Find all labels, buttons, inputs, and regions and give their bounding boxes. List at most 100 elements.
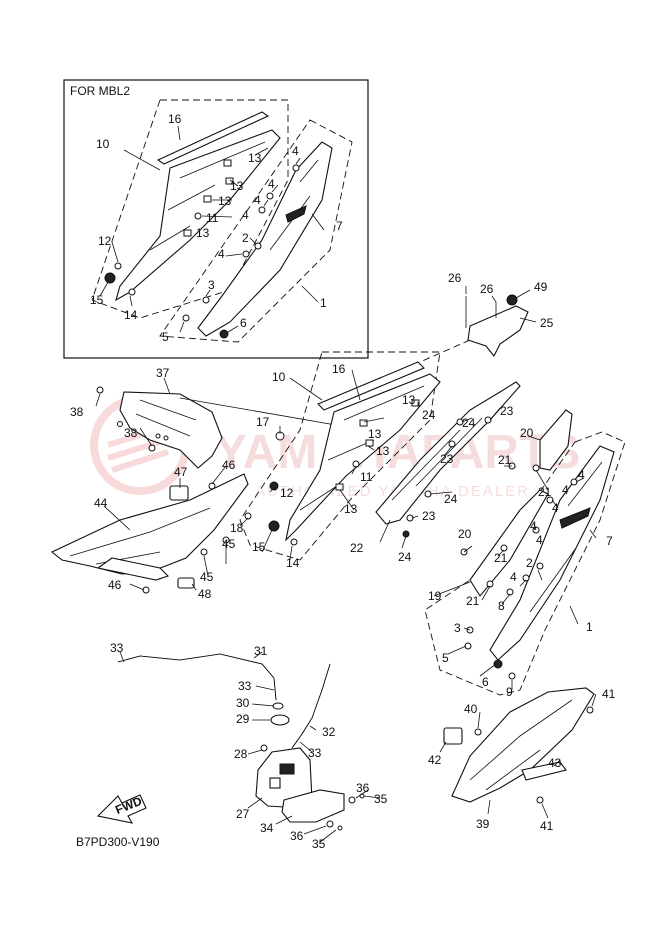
callout-31: 31 <box>254 644 268 658</box>
group-25-link <box>419 339 471 363</box>
callout-13a: 13 <box>402 393 416 407</box>
callout-45b: 45 <box>200 570 214 584</box>
callout-46a: 46 <box>222 458 236 472</box>
callout-34: 34 <box>260 821 274 835</box>
callout-24d: 24 <box>398 550 412 564</box>
inset-fastener-3 <box>202 296 210 304</box>
callout-26b: 26 <box>480 282 494 296</box>
callout-inset-12: 12 <box>98 234 112 248</box>
fastener-45b <box>222 536 230 544</box>
diagram-code: B7PD300-V190 <box>76 835 160 849</box>
callout-36a: 36 <box>356 781 370 795</box>
clip-13a <box>359 419 368 427</box>
callout-28: 28 <box>234 747 248 761</box>
callout-inset-6: 6 <box>240 316 247 330</box>
fastener-21d <box>486 580 494 588</box>
callout-7: 7 <box>606 534 613 548</box>
callout-inset-16: 16 <box>168 112 182 126</box>
callout-4c: 4 <box>552 501 559 515</box>
callout-42: 42 <box>428 753 442 767</box>
callout-38b: 38 <box>124 426 138 440</box>
callout-30: 30 <box>236 696 250 710</box>
part-44 <box>50 473 249 575</box>
part-7 <box>489 445 615 661</box>
inset-group-1 <box>159 119 353 343</box>
fastener-45a <box>200 548 208 556</box>
part-44-stay <box>96 557 170 581</box>
clip-13d <box>411 399 420 407</box>
callout-4e: 4 <box>536 533 543 547</box>
callout-47: 47 <box>174 465 188 479</box>
callout-3: 3 <box>454 621 461 635</box>
callout-11: 11 <box>360 470 373 484</box>
callout-39: 39 <box>476 817 490 831</box>
screw-28 <box>260 744 268 752</box>
screw-35b <box>337 825 343 831</box>
part-19-frame <box>469 489 549 597</box>
callout-29: 29 <box>236 712 250 726</box>
callout-22: 22 <box>350 541 364 555</box>
inset-clip-13d <box>183 229 192 237</box>
screw-14 <box>290 538 298 546</box>
callout-inset-14: 14 <box>124 308 138 322</box>
callout-18: 18 <box>230 521 244 535</box>
screw-38a <box>96 386 104 394</box>
callout-23a: 23 <box>500 404 514 418</box>
grommet-12 <box>269 481 279 491</box>
callout-15: 15 <box>252 540 266 554</box>
callout-32: 32 <box>322 725 336 739</box>
part-20-bracket <box>539 409 573 471</box>
callout-inset-4c: 4 <box>254 193 261 207</box>
inset-grommet-15 <box>104 272 116 284</box>
inset-clip-13c <box>203 195 212 203</box>
callout-inset-7: 7 <box>336 219 343 233</box>
callout-24b: 24 <box>462 416 476 430</box>
callout-33c: 33 <box>308 746 322 760</box>
callout-41b: 41 <box>540 819 554 833</box>
part-29 <box>270 714 290 726</box>
callout-38a: 38 <box>70 405 84 419</box>
callout-inset-15: 15 <box>90 293 104 307</box>
callout-19: 19 <box>428 589 442 603</box>
fastener-23a <box>484 416 492 424</box>
callout-35a: 35 <box>374 792 388 806</box>
inset-fastener-12 <box>114 262 122 270</box>
fastener-11 <box>352 460 360 468</box>
callout-13c: 13 <box>376 444 390 458</box>
inset-frame <box>63 79 369 359</box>
inset-title: FOR MBL2 <box>70 84 130 98</box>
callout-inset-1: 1 <box>320 296 327 310</box>
inset-part-7 <box>197 141 333 337</box>
callout-4f: 4 <box>510 570 517 584</box>
grommet-15 <box>268 520 280 532</box>
inset-part-16 <box>156 111 270 165</box>
callout-27: 27 <box>236 807 250 821</box>
callout-4b: 4 <box>562 483 569 497</box>
callout-20b: 20 <box>458 527 472 541</box>
callout-37: 37 <box>156 366 170 380</box>
callout-24a: 24 <box>422 408 436 422</box>
callout-33b: 33 <box>238 679 252 693</box>
fastener-4b <box>546 496 554 504</box>
callout-46b: 46 <box>108 578 122 592</box>
callout-inset-2: 2 <box>242 231 249 245</box>
grommet-6 <box>493 659 503 669</box>
hose-31 <box>117 653 277 701</box>
inset-screw-14 <box>128 288 136 296</box>
screw-36a <box>348 796 356 804</box>
callout-23b: 23 <box>440 452 454 466</box>
callout-26a: 26 <box>448 271 462 285</box>
callout-10: 10 <box>272 370 286 384</box>
callout-13d: 13 <box>344 502 358 516</box>
fastener-21c <box>500 544 508 552</box>
callout-21b: 21 <box>538 485 552 499</box>
callout-4d: 4 <box>530 519 537 533</box>
callout-43: 43 <box>548 756 562 770</box>
callout-inset-3: 3 <box>208 278 215 292</box>
callout-24c: 24 <box>444 492 458 506</box>
fastener-4d <box>522 574 530 582</box>
callout-inset-13d: 13 <box>196 226 210 240</box>
fastener-2 <box>536 562 544 570</box>
inset-clip-13a <box>223 159 232 167</box>
callout-13b: 13 <box>368 427 382 441</box>
